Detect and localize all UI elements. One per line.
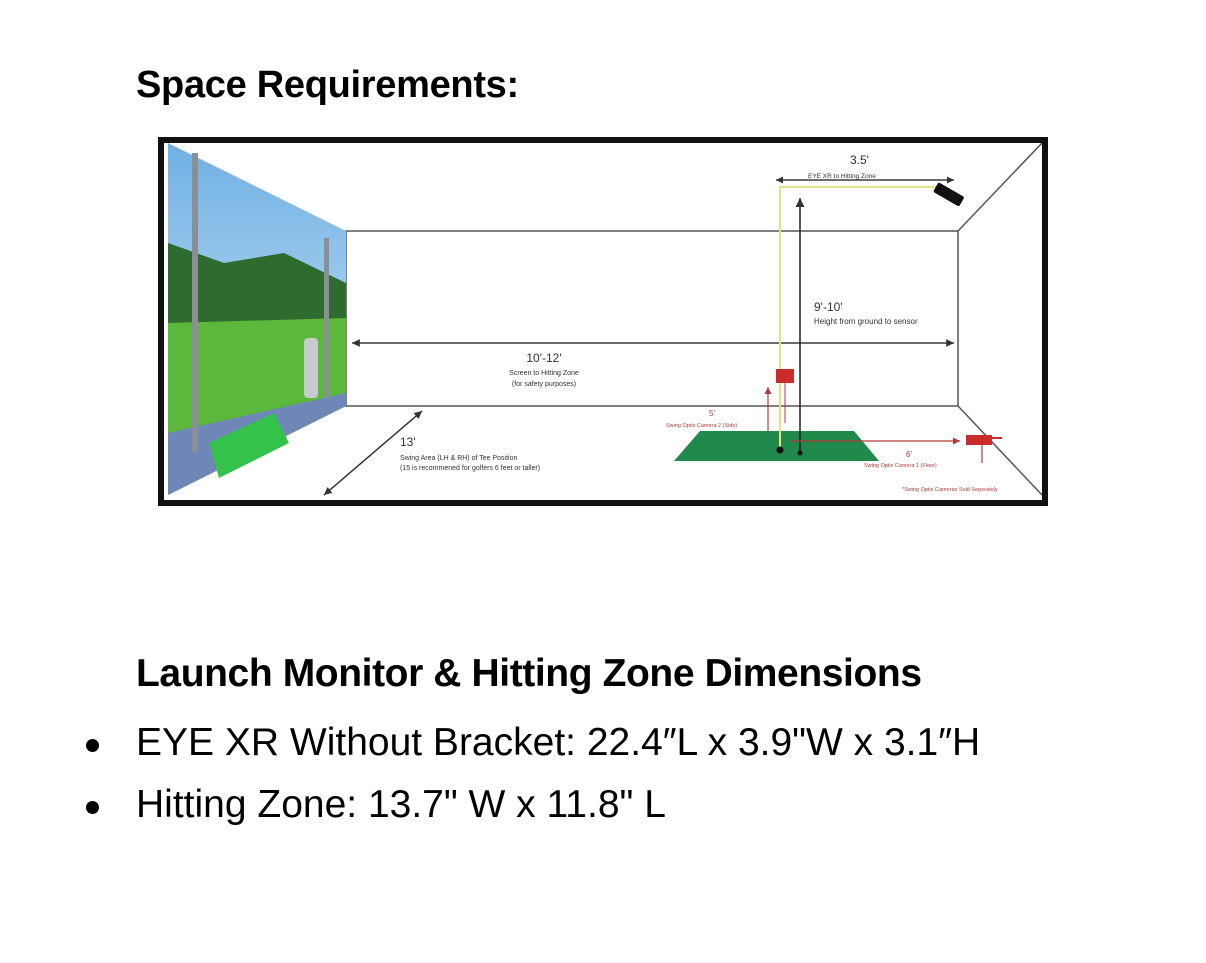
camera-side-value: 5' bbox=[709, 409, 715, 418]
section-heading: Launch Monitor & Hitting Zone Dimensions bbox=[136, 652, 922, 695]
dimensions-list: EYE XR Without Bracket: 22.4″L x 3.9"W x… bbox=[0, 712, 1206, 836]
cameras-footnote: *Swing Optix Cameras Sold Seperately bbox=[902, 487, 998, 493]
sensor-line bbox=[779, 186, 944, 451]
swing-area-note: (15 is recommened for golfers 6 feet or … bbox=[400, 465, 541, 472]
spec-hitting-zone: Hitting Zone: 13.7" W x 11.8" L bbox=[136, 783, 666, 826]
sensor-distance-label: EYE XR to Hitting Zone bbox=[808, 173, 876, 180]
eye-xr-sensor bbox=[933, 182, 964, 206]
screen-distance-label: Screen to Hitting Zone bbox=[509, 370, 579, 377]
swing-area-value: 13' bbox=[400, 435, 416, 449]
bullet-icon bbox=[86, 801, 99, 814]
page-title: Space Requirements: bbox=[136, 64, 519, 106]
side-camera bbox=[776, 369, 794, 383]
list-item: Hitting Zone: 13.7" W x 11.8" L bbox=[0, 774, 1036, 836]
screen-distance-note: (for safety purposes) bbox=[511, 381, 577, 388]
screen-distance-value: 10'-12' bbox=[526, 351, 562, 365]
hitting-mat bbox=[674, 431, 879, 461]
camera-floor-label: Swing Optix Camera 1 (Floor) bbox=[864, 463, 937, 469]
sensor-height-label: Height from ground to sensor bbox=[814, 317, 918, 326]
camera-floor-value: 6' bbox=[906, 450, 912, 459]
sensor-distance-value: 3.5' bbox=[850, 153, 869, 167]
spec-eye-xr: EYE XR Without Bracket: 22.4″L x 3.9"W x… bbox=[136, 721, 981, 764]
sensor-height-value: 9'-10' bbox=[814, 300, 843, 314]
floor-camera bbox=[966, 435, 992, 445]
swing-area-label: Swing Area (LH & RH) of Tee Position bbox=[400, 455, 518, 462]
camera-side-label: Swing Optix Camera 2 (Side) bbox=[666, 423, 738, 429]
golf-screen-image bbox=[168, 143, 346, 495]
list-item: EYE XR Without Bracket: 22.4″L x 3.9"W x… bbox=[0, 712, 1036, 774]
space-requirements-diagram: 3.5' EYE XR to Hitting Zone 9'-10' Heigh… bbox=[158, 137, 1048, 506]
bullet-icon bbox=[86, 739, 99, 752]
room-diagram-graphic bbox=[168, 143, 1042, 496]
